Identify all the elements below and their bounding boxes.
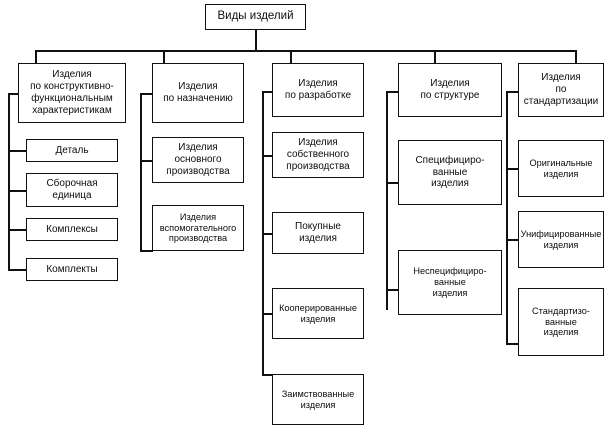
connector-stub-col1-child1 — [8, 150, 27, 152]
connector-stub-col2-child1 — [140, 160, 153, 162]
column-header-5[interactable]: Изделия по стандартизации — [518, 63, 604, 117]
node-izdeliya-osnovnogo-proizvodstva[interactable]: Изделия основного производства — [152, 137, 244, 183]
column-header-1[interactable]: Изделия по конструктивно- функциональным… — [18, 63, 126, 123]
connector-stub-col3-child3 — [262, 313, 273, 315]
connector-stub-col1-child4 — [8, 269, 27, 271]
node-izdeliya-vspomogatelnogo-proizvodstva-label: Изделия вспомогательного производства — [159, 211, 237, 244]
node-standartizovannye-izdeliya-label: Стандартизо- ванные изделия — [532, 305, 590, 338]
node-pokupnye-izdeliya[interactable]: Покупные изделия — [272, 212, 364, 254]
node-nespetsifitsirovannye-izdeliya-label: Неспецифициро- ванные изделия — [413, 266, 487, 298]
node-zaimstvovannye-izdeliya[interactable]: Заимствованные изделия — [272, 374, 364, 425]
node-kooperirovannye-izdeliya[interactable]: Кооперированные изделия — [272, 288, 364, 339]
connector-stub-col3-header — [262, 91, 273, 93]
column-header-3-label: Изделия по разработке — [284, 78, 352, 101]
connector-stub-col5-child1 — [506, 168, 519, 170]
node-zaimstvovannye-izdeliya-label: Заимствованные изделия — [281, 388, 355, 410]
connector-stub-col5-header — [506, 91, 519, 93]
connector-bus-col2 — [140, 93, 142, 251]
connector-stub-col3-child2 — [262, 233, 273, 235]
node-originalnye-izdeliya-label: Оригинальные изделия — [529, 157, 593, 179]
column-header-4-label: Изделия по структуре — [420, 78, 480, 101]
connector-stub-col1-child2 — [8, 190, 27, 192]
node-originalnye-izdeliya[interactable]: Оригинальные изделия — [518, 140, 604, 197]
node-unifitsirovannye-izdeliya-label: Унифицированные изделия — [520, 228, 602, 250]
column-header-4[interactable]: Изделия по структуре — [398, 63, 502, 117]
node-nespetsifitsirovannye-izdeliya[interactable]: Неспецифициро- ванные изделия — [398, 250, 502, 315]
connector-stub-col3-child4 — [262, 374, 273, 376]
connector-stub-col4-header — [386, 91, 399, 93]
connector-drop-col1 — [35, 50, 37, 64]
connector-drop-col4 — [434, 50, 436, 64]
root-node-product-types[interactable]: Виды изделий — [205, 4, 306, 30]
node-detal-label: Деталь — [55, 144, 89, 156]
connector-stub-col2-child2 — [140, 250, 153, 252]
connector-stub-col1-child3 — [8, 229, 27, 231]
connector-stub-col4-child1 — [386, 182, 399, 184]
node-sborochnaya-edinitsa[interactable]: Сборочная единица — [26, 173, 118, 207]
node-komplekty-label: Комплекты — [46, 263, 98, 275]
connector-stub-col5-child3 — [506, 343, 519, 345]
connector-stub-col5-child2 — [506, 239, 519, 241]
node-standartizovannye-izdeliya[interactable]: Стандартизо- ванные изделия — [518, 288, 604, 356]
connector-bus-col1 — [8, 93, 10, 270]
connector-root-stem — [255, 30, 257, 51]
column-header-5-label: Изделия по стандартизации — [523, 72, 599, 107]
connector-stub-col2-header — [140, 93, 153, 95]
node-spetsifitsirovannye-izdeliya-label: Специфициро- ванные изделия — [415, 154, 485, 190]
column-header-3[interactable]: Изделия по разработке — [272, 63, 364, 117]
node-pokupnye-izdeliya-label: Покупные изделия — [295, 221, 341, 244]
connector-main-bus — [35, 50, 576, 52]
column-header-2[interactable]: Изделия по назначению — [152, 63, 244, 123]
node-izdeliya-sobstvennogo-proizvodstva-label: Изделия собственного производства — [286, 137, 350, 172]
column-header-2-label: Изделия по назначению — [163, 81, 233, 104]
node-detal[interactable]: Деталь — [26, 139, 118, 162]
connector-stub-col4-child2 — [386, 289, 399, 291]
node-spetsifitsirovannye-izdeliya[interactable]: Специфициро- ванные изделия — [398, 140, 502, 205]
node-izdeliya-vspomogatelnogo-proizvodstva[interactable]: Изделия вспомогательного производства — [152, 205, 244, 251]
connector-drop-col3 — [290, 50, 292, 64]
node-kompleksy-label: Комплексы — [46, 223, 98, 235]
node-izdeliya-osnovnogo-proizvodstva-label: Изделия основного производства — [166, 142, 230, 177]
connector-stub-col1-header — [8, 93, 19, 95]
column-header-1-label: Изделия по конструктивно- функциональным… — [30, 69, 114, 116]
node-komplekty[interactable]: Комплекты — [26, 258, 118, 281]
node-unifitsirovannye-izdeliya[interactable]: Унифицированные изделия — [518, 211, 604, 268]
connector-drop-col2 — [163, 50, 165, 64]
node-kompleksy[interactable]: Комплексы — [26, 218, 118, 241]
connector-bus-col5 — [506, 91, 508, 344]
connector-stub-col3-child1 — [262, 155, 273, 157]
node-sborochnaya-edinitsa-label: Сборочная единица — [46, 178, 98, 201]
connector-bus-col4 — [386, 91, 388, 310]
node-izdeliya-sobstvennogo-proizvodstva[interactable]: Изделия собственного производства — [272, 132, 364, 178]
root-node-label: Виды изделий — [217, 10, 294, 23]
node-kooperirovannye-izdeliya-label: Кооперированные изделия — [279, 302, 357, 324]
connector-drop-col5 — [575, 50, 577, 64]
